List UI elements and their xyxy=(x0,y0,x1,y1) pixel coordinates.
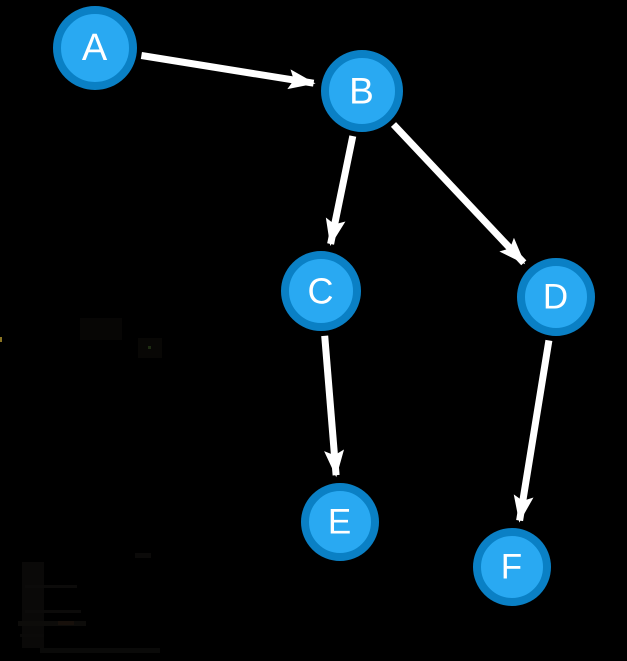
node-E[interactable]: E xyxy=(301,483,379,561)
node-B-label: B xyxy=(349,71,375,112)
node-F-circle[interactable] xyxy=(473,528,551,606)
edge-B-D-arrow xyxy=(390,122,527,266)
edge-A-B-arrow xyxy=(140,52,316,90)
node-B[interactable]: B xyxy=(321,50,403,132)
node-A-circle[interactable] xyxy=(53,6,137,90)
node-E-circle[interactable] xyxy=(301,483,379,561)
node-D-circle[interactable] xyxy=(517,258,595,336)
node-D-label: D xyxy=(543,278,569,317)
node-E-label: E xyxy=(328,503,352,542)
node-D[interactable]: D xyxy=(517,258,595,336)
edge-B-C-arrow xyxy=(325,135,357,246)
edge-C-E-arrow xyxy=(321,335,345,478)
node-C-label: C xyxy=(308,271,335,312)
node-A-label: A xyxy=(82,27,108,69)
node-A[interactable]: A xyxy=(53,6,137,90)
node-B-circle[interactable] xyxy=(321,50,403,132)
edge-D-F-arrow xyxy=(513,339,553,523)
node-F-label: F xyxy=(501,548,523,587)
node-C-circle[interactable] xyxy=(281,251,361,331)
node-C[interactable]: C xyxy=(281,251,361,331)
node-F[interactable]: F xyxy=(473,528,551,606)
